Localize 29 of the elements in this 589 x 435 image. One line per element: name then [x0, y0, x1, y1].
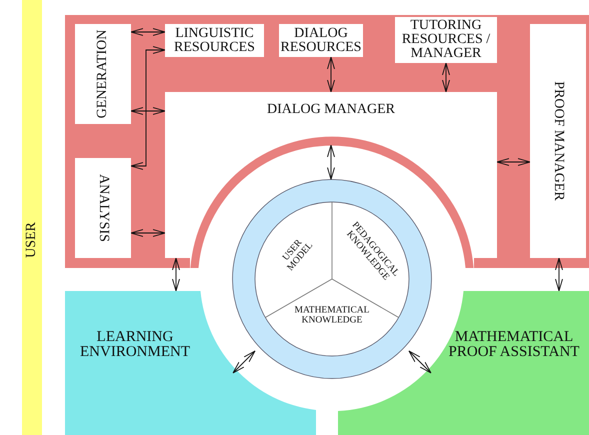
node-label: USER	[25, 221, 39, 260]
node-label: ANALYSIS	[96, 173, 110, 244]
node-label: LINGUISTIC RESOURCES	[173, 26, 256, 54]
double-arrow	[130, 28, 166, 36]
double-arrow	[327, 144, 335, 180]
resource-box	[165, 24, 264, 57]
double-arrow	[496, 158, 530, 166]
double-arrow	[130, 107, 166, 115]
module-box	[530, 24, 586, 258]
node-label: PROOF MANAGER	[551, 80, 565, 203]
node-label: GENERATION	[96, 28, 110, 120]
resource-box	[395, 17, 497, 63]
double-arrow	[442, 62, 450, 92]
module-box	[75, 158, 131, 258]
node-label: MATHEMATICAL PROOF ASSISTANT	[448, 330, 580, 360]
double-arrow	[555, 258, 563, 292]
node-label: DIALOG RESOURCES	[280, 26, 362, 54]
double-arrow	[408, 350, 432, 374]
double-arrow	[130, 229, 166, 237]
node-label: TUTORING RESOURCES / MANAGER	[400, 19, 492, 61]
node-label: DIALOG MANAGER	[266, 103, 396, 117]
double-arrow	[130, 46, 166, 170]
node-label: LEARNING ENVIRONMENT	[79, 330, 191, 360]
module-box	[75, 24, 131, 124]
double-arrow	[172, 258, 180, 292]
user-bar	[22, 0, 42, 435]
double-arrow	[232, 350, 256, 374]
sector-label: MATHEMATICAL KNOWLEDGE	[294, 306, 370, 326]
double-arrow	[327, 56, 335, 92]
